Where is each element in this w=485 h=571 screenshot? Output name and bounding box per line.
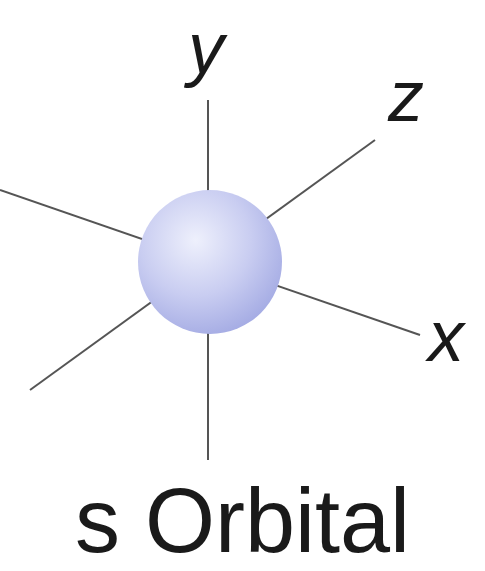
s-orbital-sphere: [138, 190, 282, 334]
axis-label: x: [428, 300, 464, 372]
axis-label: z: [388, 60, 424, 132]
caption: s Orbital: [75, 476, 410, 566]
z-axis: [30, 140, 375, 390]
x-axis: [0, 190, 420, 335]
axis-label: y: [188, 12, 224, 84]
